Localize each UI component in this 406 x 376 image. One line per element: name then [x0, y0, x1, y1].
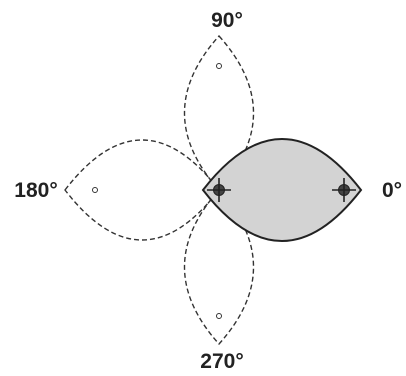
label-270: 270°: [200, 350, 243, 373]
label-90: 90°: [211, 9, 243, 32]
petal-90-marker: [216, 63, 222, 69]
petal-0-solid: [201, 138, 363, 242]
petal-180-marker: [92, 187, 98, 193]
pivot-crosshair-left: [207, 178, 231, 202]
petal-270-dashed: [183, 188, 255, 346]
label-180: 180°: [14, 179, 57, 202]
pivot-crosshair-right: [332, 178, 356, 202]
petal-180-dashed: [64, 139, 220, 241]
petal-270-marker: [216, 313, 222, 319]
label-0: 0°: [382, 179, 402, 202]
